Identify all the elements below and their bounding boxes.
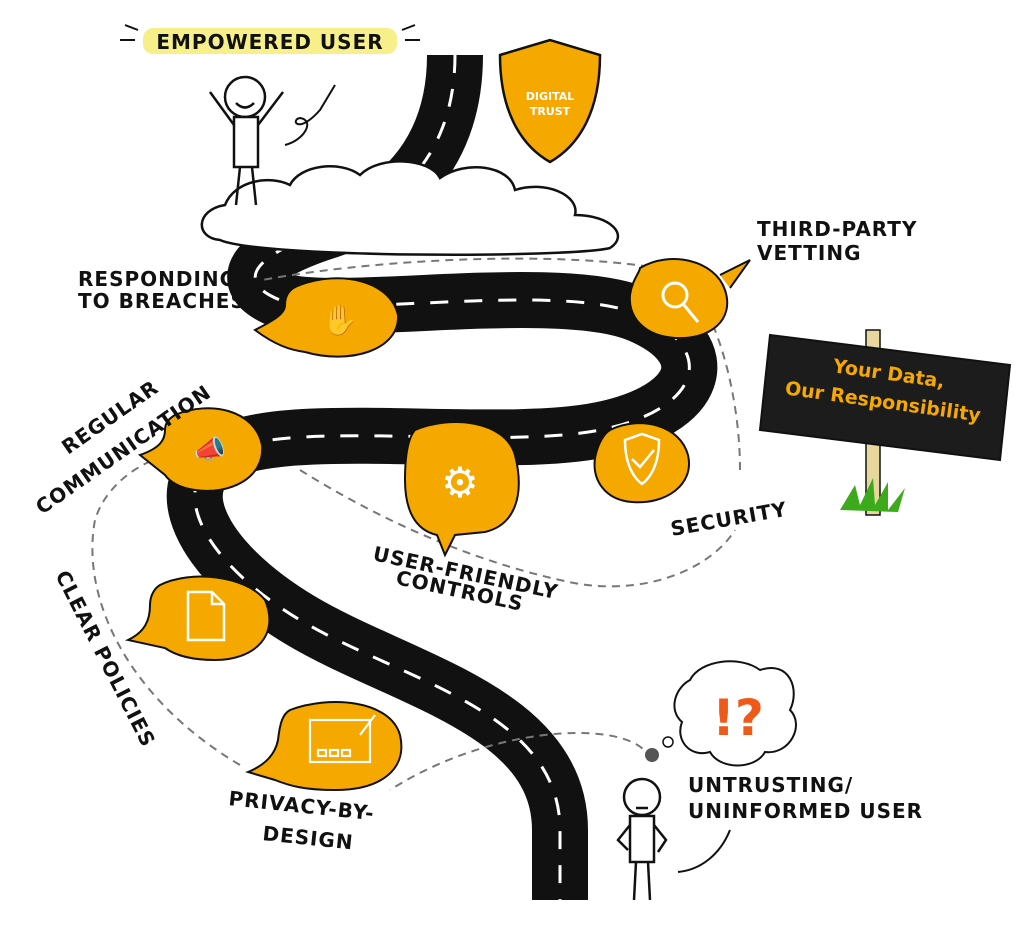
bottom-label-line1: UNTRUSTING/ (688, 773, 853, 797)
label-responding-line2: TO BREACHES (78, 289, 246, 313)
untrusting-stick-figure (616, 777, 668, 901)
megaphone-icon: 📣 (194, 435, 226, 465)
handshake-icon: ✋ (321, 302, 358, 338)
magnifier-icon (661, 281, 700, 323)
document-icon (186, 590, 226, 642)
step-clear-policies: CLEAR POLICIES (51, 566, 271, 751)
label-third-party-line2: VETTING (757, 241, 861, 265)
blueprint-icon (308, 714, 376, 764)
step-privacy-by-design: PRIVACY-BY- DESIGN (227, 701, 403, 855)
label-privacy-line1: PRIVACY-BY- (227, 786, 375, 825)
thought-bubble: !? (645, 660, 797, 767)
shine-marks (120, 24, 420, 41)
arrow-to-user (677, 829, 731, 873)
winding-road (166, 54, 718, 900)
thought-glyph: !? (712, 689, 764, 747)
badge-line2: TRUST (530, 105, 571, 118)
gear-icon: ⚙ (441, 458, 479, 507)
bottom-label-line2: UNINFORMED USER (688, 799, 923, 823)
label-privacy-line2: DESIGN (261, 821, 354, 854)
step-third-party-vetting: THIRD-PARTY VETTING (628, 217, 917, 340)
label-clear-policies: CLEAR POLICIES (51, 566, 161, 751)
step-security: SECURITY (593, 422, 789, 541)
empowered-stick-figure (208, 75, 284, 206)
digital-trust-badge: DIGITAL TRUST (498, 38, 602, 164)
label-responding-line1: RESPONDING (78, 267, 237, 291)
step-regular-communication: 📣 REGULAR COMMUNICATION (31, 375, 264, 519)
empowered-user-highlight (143, 28, 397, 54)
label-third-party-line1: THIRD-PARTY (757, 217, 917, 241)
empowered-user-label: EMPOWERED USER (156, 30, 383, 54)
step-responding-to-breaches: ✋ RESPONDING TO BREACHES (78, 267, 400, 358)
badge-line1: DIGITAL (526, 90, 575, 103)
signpost: Your Data, Our Responsibility (758, 329, 1012, 516)
grass-tuft (840, 478, 905, 512)
shield-check-icon (623, 432, 661, 486)
swirl-arrow (284, 84, 336, 146)
cloud-shape (200, 160, 620, 256)
label-security: SECURITY (669, 497, 789, 541)
